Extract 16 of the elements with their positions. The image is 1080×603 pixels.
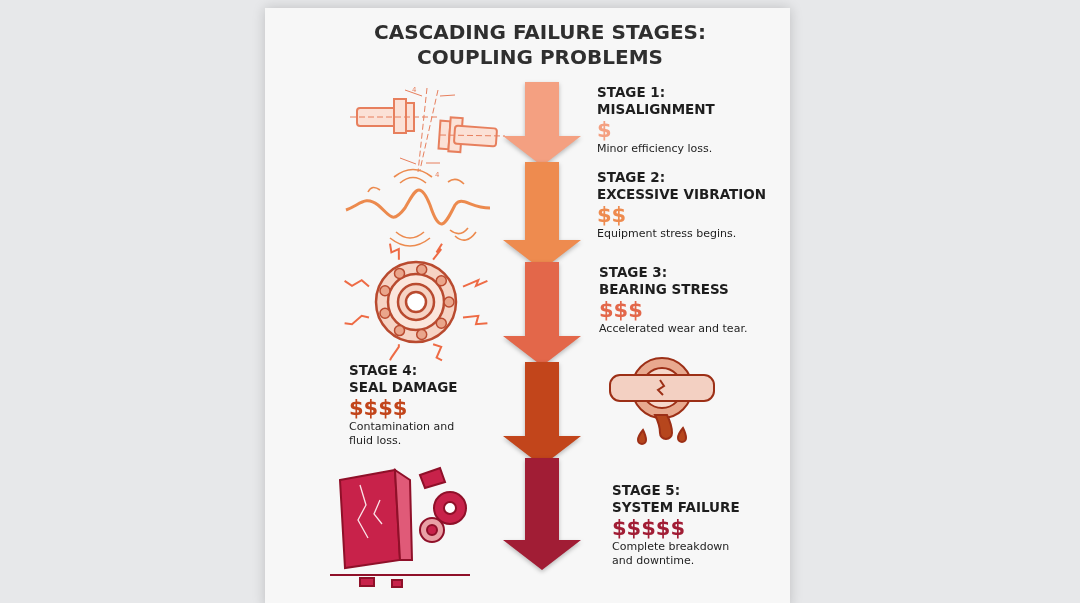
title: CASCADING FAILURE STAGES: COUPLING PROBLEMS [373,20,707,70]
stage-heading: STAGE 4: SEAL DAMAGE [349,362,458,396]
cost-rating: $$$$$ [612,516,686,540]
stage-heading: STAGE 2: EXCESSIVE VIBRATION [597,169,767,203]
stage-description: Contamination and fluid loss. [349,420,456,448]
cost-rating: $$ [597,203,627,227]
cost-rating: $$$$ [349,396,408,420]
stage-heading: STAGE 1: MISALIGNMENT [597,84,715,118]
stage-heading: STAGE 3: BEARING STRESS [599,264,729,298]
stage-description: Equipment stress begins. [597,227,737,241]
stage-description: Accelerated wear and tear. [599,322,748,336]
stage-description: Minor efficiency loss. [597,142,713,156]
cost-rating: $$$ [599,298,643,322]
stage-heading: STAGE 5: SYSTEM FAILURE [612,482,740,516]
stage-description: Complete breakdown and downtime. [612,540,731,568]
cost-rating: $ [597,118,612,142]
